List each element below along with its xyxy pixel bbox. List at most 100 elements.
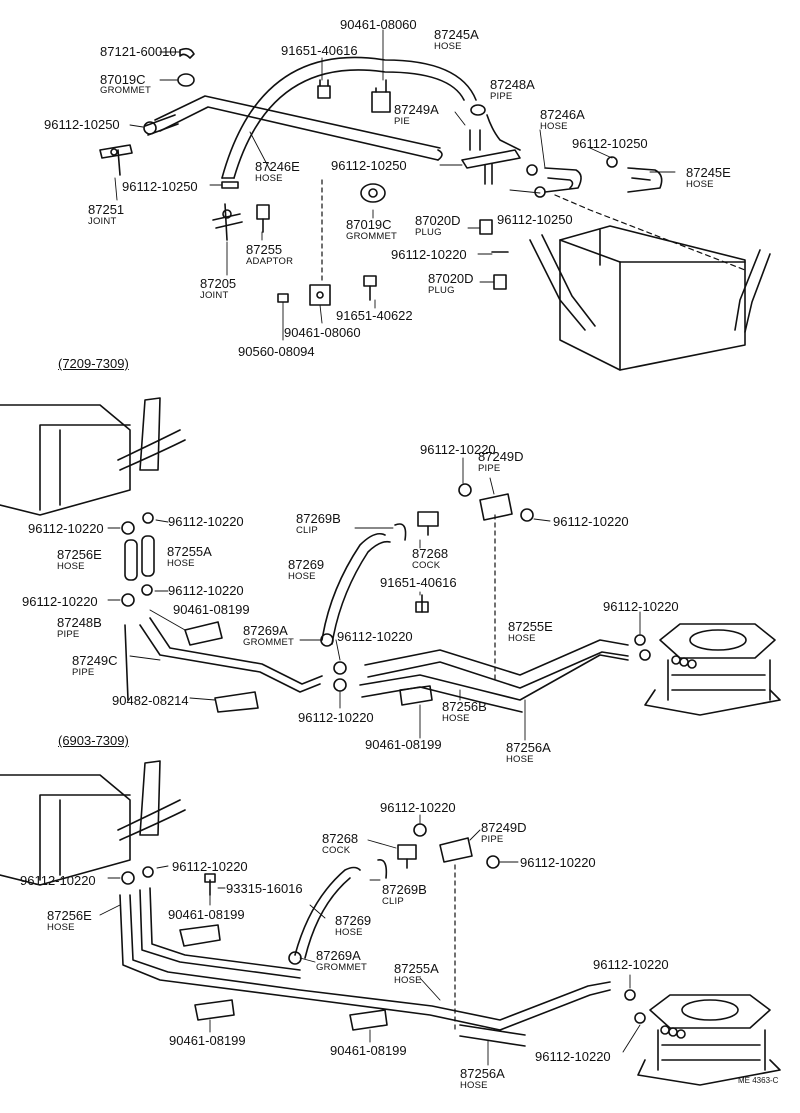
grommet-87019c-mid [360,183,386,203]
part-number: 96112-10220 [420,442,496,457]
part-number: 96112-10220 [520,855,596,870]
part-name: CLIP [296,525,318,536]
part-number: 87268 [322,831,359,846]
part-number: 90461-08060 [340,17,417,32]
clip-90461-lower [309,284,331,306]
pipe-87248a [486,114,521,151]
part-name: COCK [412,560,441,571]
part-number: 87249C [72,653,118,668]
pipe-87255e-mid [359,639,629,713]
part-name: HOSE [508,633,536,644]
tank-mid [644,623,781,716]
part-name: PIPE [57,629,80,640]
part-number: 87019C [346,217,392,232]
part-name: GROMMET [316,962,368,973]
engine-block-bottom [0,760,186,886]
part-number: 96112-10220 [298,710,374,725]
part-name: PIE [394,116,410,127]
clip-90461-bottom1 [179,924,221,947]
part-number: 96112-10220 [380,800,456,815]
part-number: 96112-10220 [28,521,104,536]
part-name: HOSE [460,1080,488,1091]
part-number: 87269A [243,623,288,638]
part-number: 87249D [481,820,527,835]
part-number: 87246E [255,159,300,174]
part-name: HOSE [167,558,195,569]
part-name: GROMMET [346,231,398,242]
part-number: 87256E [47,908,92,923]
part-number: 87245A [434,27,479,42]
part-number: 91651-40616 [281,43,358,58]
fuel-tank-top [529,194,771,371]
part-name: PIPE [72,667,95,678]
part-number: 96112-10220 [168,583,244,598]
part-number: 87269 [335,913,372,928]
part-number: 87246A [540,107,585,122]
part-name: CLIP [382,896,404,907]
part-number: 87255 [246,242,283,257]
clip-90461-top [371,79,391,113]
part-number: 87255E [508,619,553,634]
part-number: 87121-60010 [100,44,177,59]
part-number: 96112-10220 [603,599,679,614]
part-name: PIPE [481,834,504,845]
bolt-91651-top [317,79,331,99]
part-number: 87251 [88,202,125,217]
clip-90461-bottom3 [349,1009,388,1031]
part-name: PLUG [415,227,442,238]
pipe-87249c-mid [124,617,323,701]
part-number: 87248B [57,615,102,630]
part-number: 96112-10220 [391,247,467,262]
pipe-87255a-bottom [119,887,611,1047]
part-number: 87269B [296,511,341,526]
part-number: 93315-16016 [226,881,303,896]
part-name: HOSE [434,41,462,52]
clamp-87121 [179,47,195,59]
part-number: 96112-10220 [553,514,629,529]
drawing-code: ME 4363-C [738,1076,779,1085]
part-number: 96112-10250 [331,158,407,173]
part-name: GROMMET [100,85,152,96]
part-number: 87256A [460,1066,505,1081]
part-number: 87020D [415,213,461,228]
part-number: 91651-40616 [380,575,457,590]
pipe-87249d-bottom [439,837,473,863]
pipe-87249d-mid [479,493,513,521]
part-number: 87269B [382,882,427,897]
clip-90461-bottom2 [194,999,235,1021]
hose-87256e-mid [124,539,138,581]
clip-87269b-bottom [377,859,388,879]
section-label: (6903-7309) [58,733,129,748]
tank-bottom [637,994,781,1086]
hose-87246a [544,167,582,193]
cock-87268-bottom [397,844,417,869]
part-number: 87269A [316,948,361,963]
part-number: 90461-08060 [284,325,361,340]
adaptor-87255 [256,204,270,233]
engine-block-mid [0,397,186,516]
grommet-87019c [177,73,195,87]
plug-87020d-2 [493,274,507,290]
hose-87245a [221,56,477,179]
part-number: 96112-10220 [168,514,244,529]
part-number: 87019C [100,72,146,87]
part-number: 87245E [686,165,731,180]
part-number: 90461-08199 [173,602,250,617]
spacer-90560 [277,293,289,303]
part-number: 96112-10220 [20,873,96,888]
part-number: 90482-08214 [112,693,189,708]
short-hose-left [144,114,179,136]
section-label: (7209-7309) [58,356,129,371]
part-name: HOSE [540,121,568,132]
part-name: HOSE [335,927,363,938]
clamp [143,121,157,135]
part-number: 91651-40622 [336,308,413,323]
part-name: HOSE [506,754,534,765]
part-number: 90560-08094 [238,344,315,359]
part-name: JOINT [88,216,117,227]
part-number: 96112-10250 [572,136,648,151]
part-name: HOSE [686,179,714,190]
part-name: HOSE [57,561,85,572]
